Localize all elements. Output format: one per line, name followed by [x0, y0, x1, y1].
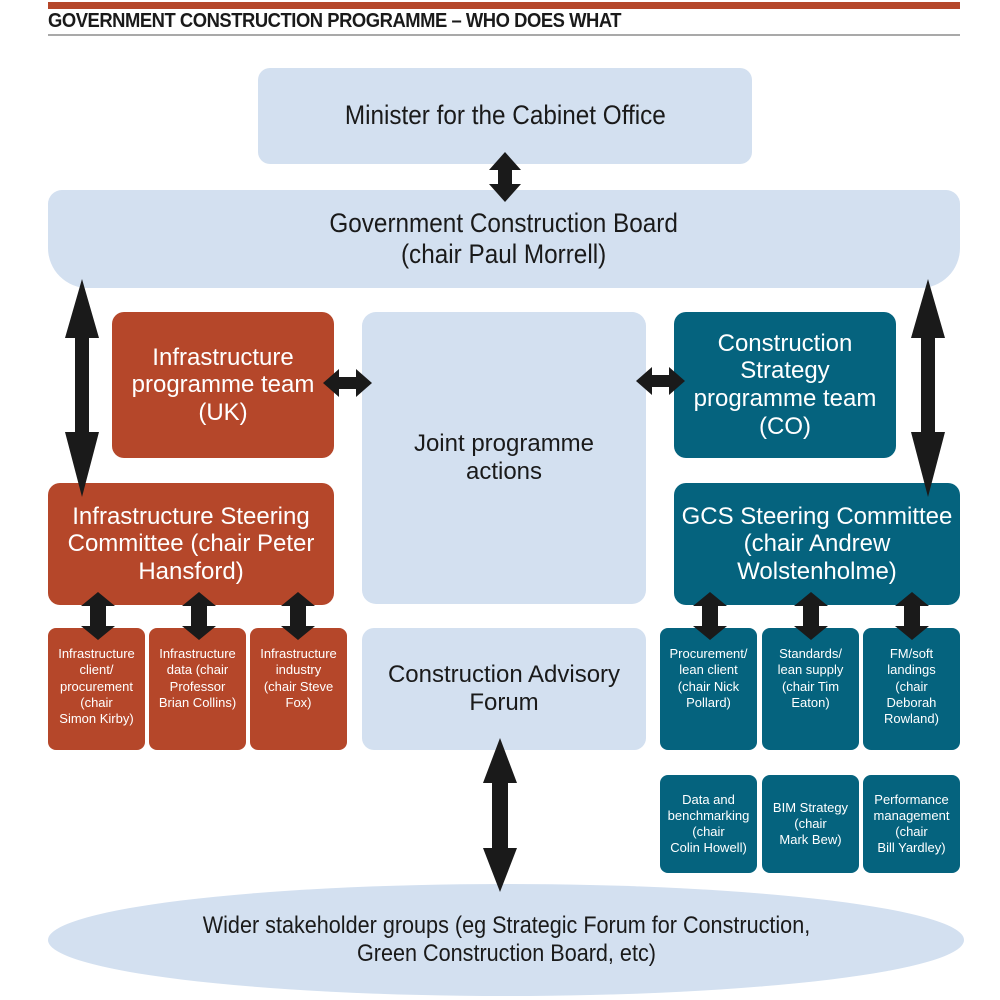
gcs-subgroup-label: Procurement/ lean client (chair Nick Pol…	[669, 646, 748, 710]
infra-subgroup-label: Infrastructure data (chair Professor Bri…	[158, 646, 237, 710]
minister-label: Minister for the Cabinet Office	[344, 100, 666, 131]
joint-actions-node: Joint programme actions	[362, 312, 646, 604]
infra-subgroup: Infrastructure client/ procurement (chai…	[48, 628, 145, 750]
construction-strategy-team-label: Construction Strategy programme team (CO…	[693, 329, 877, 440]
gcs-subgroup-label: Standards/ lean supply (chair Tim Eaton)	[777, 646, 844, 710]
advisory-forum-label: Construction Advisory Forum	[387, 661, 621, 716]
construction-board-node: Government Construction Board (chair Pau…	[48, 190, 960, 288]
infra-subgroup-label: Infrastructure industry (chair Steve Fox…	[260, 646, 337, 710]
gcs-subgroup: FM/soft landings (chair Deborah Rowland)	[863, 628, 960, 750]
header-divider	[48, 34, 960, 36]
page-title: GOVERNMENT CONSTRUCTION PROGRAMME – WHO …	[48, 10, 622, 32]
gcs-steering-node: GCS Steering Committee (chair Andrew Wol…	[674, 483, 960, 605]
construction-strategy-team-node: Construction Strategy programme team (CO…	[674, 312, 896, 458]
double-arrow-icon	[65, 279, 99, 497]
stakeholders-label: Wider stakeholder groups (eg Strategic F…	[202, 912, 810, 967]
infrastructure-steering-label: Infrastructure Steering Committee (chair…	[67, 502, 315, 585]
gcs-subgroup-label: Performance management (chair Bill Yardl…	[873, 791, 950, 856]
gcs-subgroup: Data and benchmarking (chair Colin Howel…	[660, 775, 757, 873]
gcs-subgroup-label: Data and benchmarking (chair Colin Howel…	[667, 791, 750, 856]
double-arrow-icon	[483, 738, 517, 892]
gcs-subgroup: Performance management (chair Bill Yardl…	[863, 775, 960, 873]
construction-board-label: Government Construction Board (chair Pau…	[329, 207, 679, 269]
infra-subgroup: Infrastructure industry (chair Steve Fox…	[250, 628, 347, 750]
infrastructure-team-node: Infrastructure programme team (UK)	[112, 312, 334, 458]
double-arrow-icon	[911, 279, 945, 497]
minister-node: Minister for the Cabinet Office	[258, 68, 752, 164]
gcs-subgroup: BIM Strategy (chair Mark Bew)	[762, 775, 859, 873]
stakeholders-node: Wider stakeholder groups (eg Strategic F…	[48, 884, 964, 996]
infra-subgroup-label: Infrastructure client/ procurement (chai…	[58, 646, 135, 726]
header-accent-bar	[48, 2, 960, 9]
advisory-forum-node: Construction Advisory Forum	[362, 628, 646, 750]
gcs-subgroup-label: BIM Strategy (chair Mark Bew)	[772, 799, 849, 848]
infra-subgroup: Infrastructure data (chair Professor Bri…	[149, 628, 246, 750]
infrastructure-team-label: Infrastructure programme team (UK)	[131, 343, 315, 426]
infrastructure-steering-node: Infrastructure Steering Committee (chair…	[48, 483, 334, 605]
gcs-subgroup: Standards/ lean supply (chair Tim Eaton)	[762, 628, 859, 750]
gcs-steering-label: GCS Steering Committee (chair Andrew Wol…	[681, 502, 953, 585]
gcs-subgroup-label: FM/soft landings (chair Deborah Rowland)	[884, 646, 939, 726]
joint-actions-label: Joint programme actions	[413, 430, 595, 485]
gcs-subgroup: Procurement/ lean client (chair Nick Pol…	[660, 628, 757, 750]
